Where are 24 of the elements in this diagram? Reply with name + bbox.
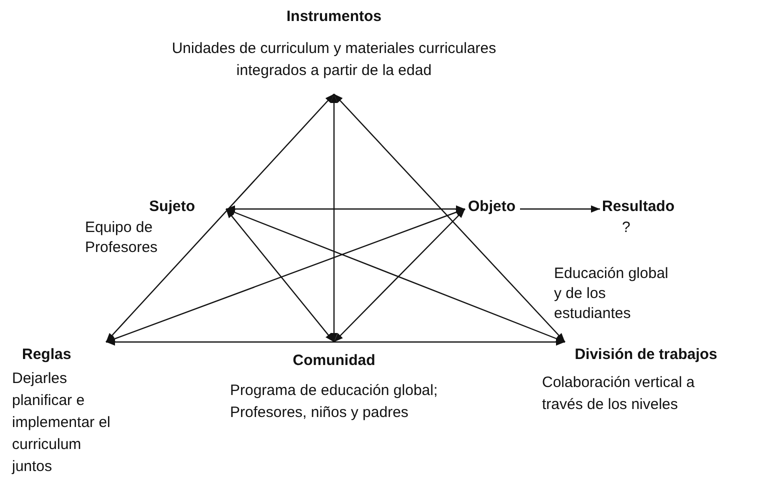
arrow [334, 94, 566, 342]
node-heading: División de trabajos [574, 346, 718, 364]
arrow [106, 338, 565, 346]
node-heading: Comunidad [292, 352, 376, 370]
node-heading: Instrumentos [285, 8, 382, 26]
arrow [330, 94, 338, 342]
arrow [226, 205, 465, 213]
node-description: Educación global y de los estudiantes [554, 264, 670, 324]
arrow [106, 208, 466, 343]
node-description: Dejarles planificar e implementar el curriculum juntos [12, 369, 112, 477]
arrow [226, 208, 566, 343]
arrow [226, 208, 334, 342]
node-heading: Objeto [468, 198, 516, 216]
node-description: Equipo de Profesores [85, 218, 159, 258]
node-description: Programa de educación global; Profesores, niños y padres [230, 381, 439, 423]
arrow [106, 94, 334, 342]
node-description: Unidades de curriculum y materiales curriculares integrados a partir de la edad [170, 39, 498, 81]
node-description: Colaboración vertical a través de los niveles [542, 373, 696, 415]
node-description: ? [622, 218, 632, 238]
node-heading: Sujeto [148, 198, 195, 216]
node-heading: Resultado [602, 198, 676, 216]
arrow [520, 205, 600, 213]
arrow [334, 208, 466, 342]
node-heading: Reglas [22, 346, 72, 364]
